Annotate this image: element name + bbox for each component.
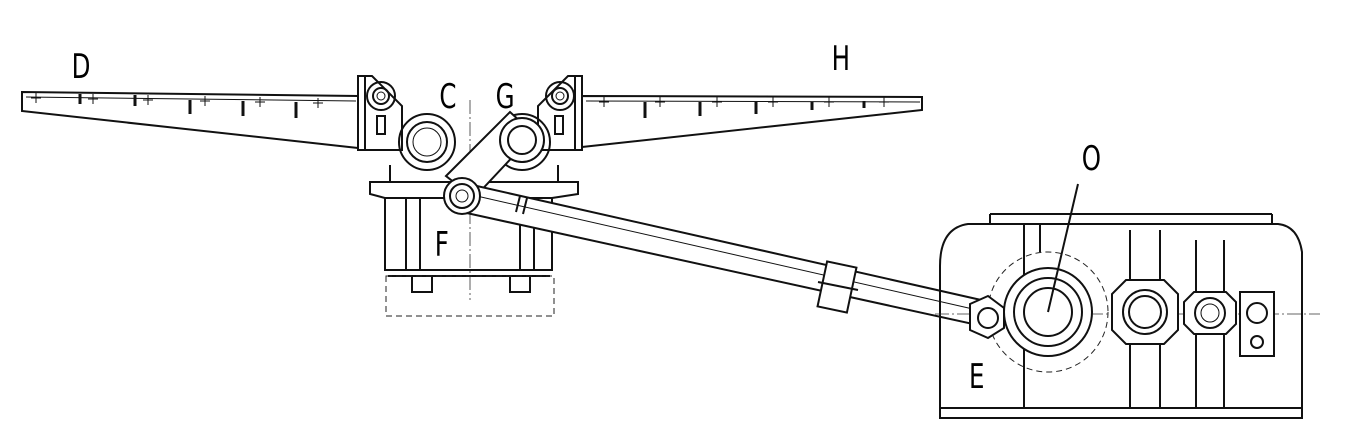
output-shaft-o (1003, 183, 1093, 357)
right-arm (581, 94, 923, 149)
crank-link (444, 110, 545, 200)
left-bracket (357, 75, 403, 151)
pivot-f (443, 177, 481, 215)
label-g: G (496, 77, 515, 116)
connecting-rod (460, 182, 992, 328)
intermediate-shafts (1111, 279, 1275, 357)
label-h: H (832, 39, 850, 78)
label-e: E (969, 357, 984, 396)
pivot-e (969, 294, 1005, 340)
label-o: O (1082, 139, 1101, 178)
label-d: D (72, 47, 91, 86)
label-f: F (435, 225, 449, 264)
label-c: C (439, 77, 456, 116)
labels: D C G H O F E (72, 39, 1101, 396)
left-arm (21, 90, 359, 150)
